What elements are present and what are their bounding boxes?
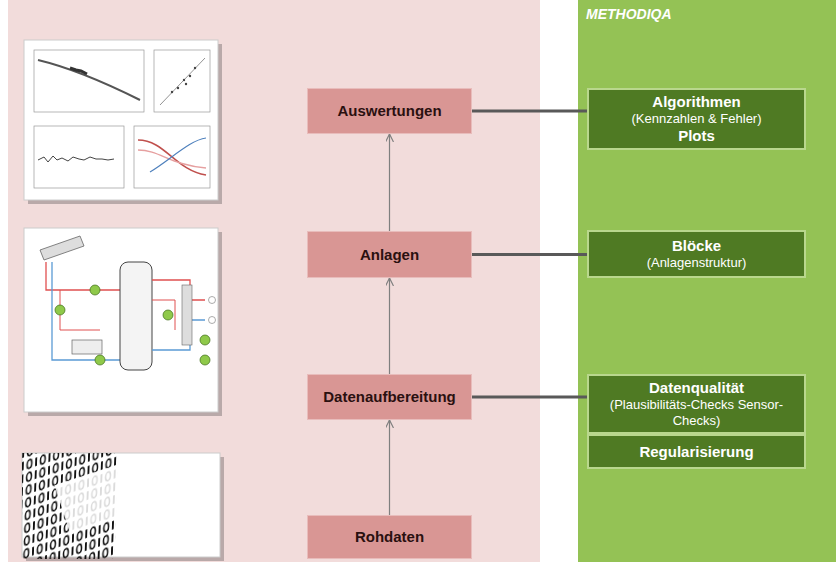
flow-arrow xyxy=(389,420,390,515)
binary-data-thumbnail xyxy=(0,395,224,562)
hydraulic-scheme-thumbnail xyxy=(24,228,222,416)
box-label: Algorithmen xyxy=(652,93,740,111)
data-quality-box: Datenqualität(Plausibilitäts-Checks Sens… xyxy=(587,374,806,434)
box-label: Rohdaten xyxy=(355,528,424,546)
raw-data-box: Rohdaten xyxy=(307,515,472,559)
regularisation-box: Regularisierung xyxy=(587,434,806,469)
panel-title: METHODIQA xyxy=(578,0,836,29)
box-note: (Kennzahlen & Fehler) xyxy=(631,111,761,127)
link-line xyxy=(472,253,587,256)
box-label: Datenaufbereitung xyxy=(323,388,456,406)
box-label: Datenqualität xyxy=(649,379,744,397)
box-note: (Anlagenstruktur) xyxy=(647,255,747,271)
pink-region xyxy=(8,0,540,562)
preprocessing-box: Datenaufbereitung xyxy=(307,374,472,420)
algorithm-box: Algorithmen(Kennzahlen & Fehler)Plots xyxy=(587,88,806,150)
box-label: Regularisierung xyxy=(639,443,753,461)
block-box: Blöcke(Anlagenstruktur) xyxy=(587,230,806,278)
result-box: Auswertungen xyxy=(307,88,472,134)
link-line xyxy=(472,110,587,113)
box-note: Plots xyxy=(678,127,715,145)
box-note: (Plausibilitäts-Checks Sensor-Checks) xyxy=(602,397,792,429)
plant-box: Anlagen xyxy=(307,231,472,278)
plots-thumbnail xyxy=(24,40,222,204)
box-label: Auswertungen xyxy=(337,102,441,120)
flow-arrow xyxy=(389,278,390,374)
link-line xyxy=(472,396,587,399)
flow-arrow xyxy=(389,134,390,231)
tool-panel: METHODIQA Algorithmen(Kennzahlen & Fehler… xyxy=(578,0,836,562)
box-label: Blöcke xyxy=(672,237,721,255)
box-label: Anlagen xyxy=(360,246,419,264)
